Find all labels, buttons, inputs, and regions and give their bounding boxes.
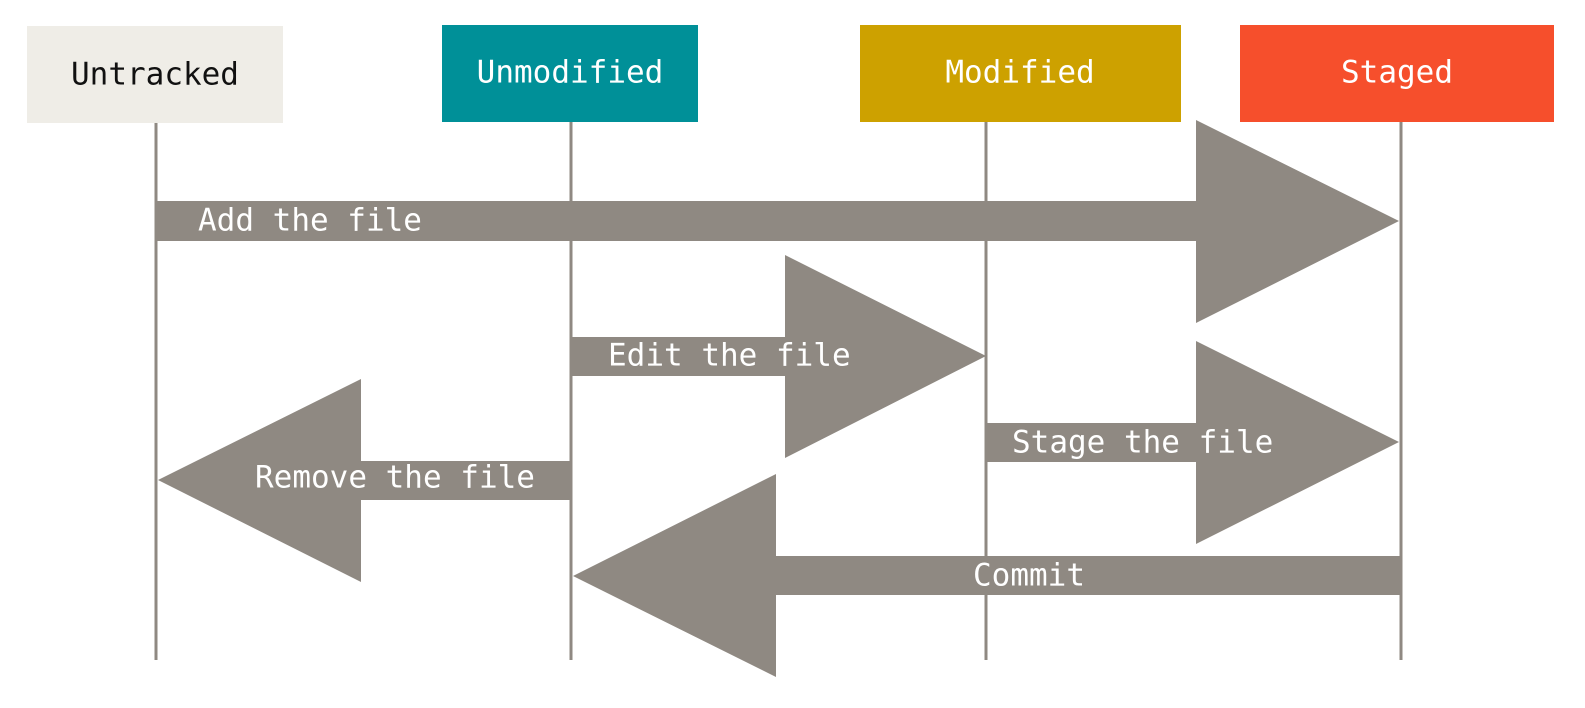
stage-the-file-label: Stage the file [1012,425,1273,461]
state-staged: Staged [1240,25,1554,122]
arrow-commit: Commit [573,474,1401,677]
state-untracked: Untracked [27,26,283,123]
arrow-edit-the-file: Edit the file [571,255,986,458]
state-modified: Modified [860,25,1181,122]
untracked-label: Untracked [71,57,239,93]
arrow-add-the-file: Add the file [156,120,1399,323]
staged-label: Staged [1341,55,1453,91]
remove-the-file-label: Remove the file [255,460,535,496]
state-unmodified: Unmodified [442,25,698,122]
untracked-box [27,26,283,123]
add-the-file-label: Add the file [198,203,422,239]
staged-box [1240,25,1554,122]
modified-box [860,25,1181,122]
arrow-remove-the-file: Remove the file [158,379,571,582]
unmodified-label: Unmodified [477,55,664,91]
edit-the-file-label: Edit the file [608,338,851,374]
commit-arrow-shape [573,474,1401,677]
edit-the-file-arrow-shape [571,255,986,458]
commit-label: Commit [973,558,1085,594]
unmodified-box [442,25,698,122]
add-the-file-arrow-shape [156,120,1399,323]
remove-the-file-arrow-shape [158,379,571,582]
arrow-stage-the-file: Stage the file [986,341,1399,544]
modified-label: Modified [945,55,1094,91]
stage-the-file-arrow-shape [986,341,1399,544]
